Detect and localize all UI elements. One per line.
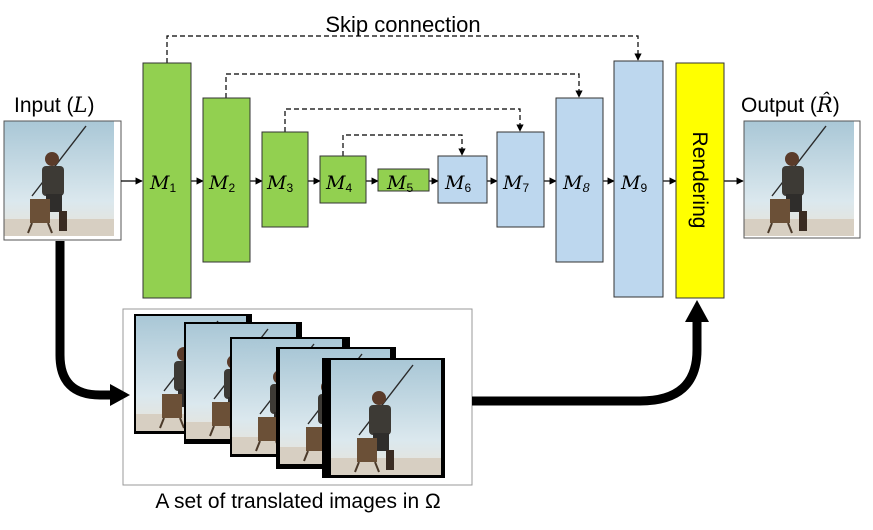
label-m9: M9 bbox=[620, 172, 647, 195]
label-m6: M6 bbox=[444, 172, 471, 195]
label-m7: M7 bbox=[502, 172, 529, 195]
rendering-block bbox=[675, 62, 725, 299]
module-labels: M1 M2 M3 M4 M5 M6 M7 M8 M9 bbox=[149, 172, 647, 195]
label-m4: M4 bbox=[325, 172, 352, 195]
label-m1: M1 bbox=[149, 172, 176, 195]
input-image bbox=[3, 120, 122, 241]
module-m7 bbox=[496, 131, 545, 228]
module-m4 bbox=[319, 155, 367, 204]
panel-caption: A set of translated images in Ω bbox=[155, 490, 440, 513]
module-m6 bbox=[437, 155, 488, 204]
output-label: Output (R̂) bbox=[741, 93, 840, 117]
skip-connection-title: Skip connection bbox=[325, 12, 480, 37]
module-m8 bbox=[555, 97, 604, 263]
module-m2 bbox=[202, 97, 251, 263]
module-m5 bbox=[377, 168, 430, 192]
label-m8: M8 bbox=[562, 172, 590, 195]
output-image bbox=[743, 120, 861, 239]
thick-flow-arrow-icon bbox=[55, 241, 709, 406]
input-label: Input (L) bbox=[14, 93, 95, 117]
translated-image-5 bbox=[322, 358, 445, 478]
module-m3 bbox=[261, 131, 309, 228]
label-m5: M5 bbox=[386, 172, 413, 195]
module-m1 bbox=[142, 62, 192, 299]
module-m9 bbox=[613, 60, 664, 298]
dashed-skip-arrow-icon bbox=[166, 35, 642, 156]
module-blocks bbox=[142, 60, 725, 299]
translated-images-panel bbox=[122, 308, 473, 486]
label-m2: M2 bbox=[208, 172, 235, 195]
label-m3: M3 bbox=[266, 172, 293, 195]
rendering-label: Rendering bbox=[688, 132, 711, 229]
